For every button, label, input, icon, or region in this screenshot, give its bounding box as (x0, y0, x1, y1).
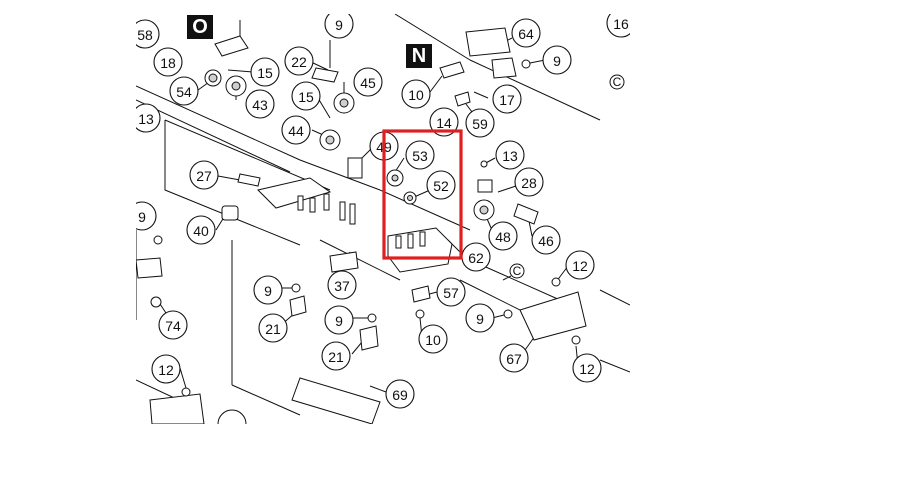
part-callout-13: 13 (136, 103, 161, 133)
part-callout-22: 22 (284, 46, 314, 76)
part-number: 9 (476, 311, 484, 327)
part-number: 22 (291, 54, 307, 70)
part-callout-21: 21 (321, 341, 351, 371)
part-number: 21 (265, 321, 281, 337)
reference-marker: C (509, 263, 525, 279)
part-number: 13 (138, 111, 154, 127)
part-number: 44 (288, 123, 304, 139)
part-number: 10 (425, 332, 441, 348)
part-callout-59: 59 (465, 108, 495, 138)
reference-marker: C (609, 74, 625, 90)
part-number: 9 (335, 17, 343, 33)
svg-text:C: C (513, 264, 522, 278)
svg-text:C: C (613, 75, 622, 89)
part-number: 58 (137, 27, 153, 43)
part-number: 52 (433, 178, 449, 194)
part-number: 21 (328, 349, 344, 365)
part-callout-9: 9 (324, 305, 354, 335)
part-callout-9: 9 (465, 303, 495, 333)
part-number: 69 (392, 387, 408, 403)
part-callout-44: 44 (281, 115, 311, 145)
section-n-label: N (412, 45, 426, 67)
part-number: 28 (521, 175, 537, 191)
part-callout-28: 28 (514, 167, 544, 197)
part-callout-64: 64 (511, 18, 541, 48)
part-callout-67: 67 (499, 343, 529, 373)
part-number: 54 (176, 84, 192, 100)
part-number: 9 (138, 209, 146, 225)
part-callout-12: 12 (565, 250, 595, 280)
part-callout-37: 37 (327, 270, 357, 300)
part-number: 67 (506, 351, 522, 367)
part-number: 15 (298, 89, 314, 105)
section-marker-o: O (187, 15, 213, 39)
part-number: 48 (495, 229, 511, 245)
section-o-label: O (192, 16, 208, 38)
part-callout-17: 17 (492, 84, 522, 114)
part-number: 12 (579, 361, 595, 377)
part-callout-9: 9 (253, 275, 283, 305)
part-callout-40: 40 (186, 215, 216, 245)
highlight-box (382, 129, 463, 260)
part-callout-52: 52 (426, 170, 456, 200)
part-number: 43 (252, 97, 268, 113)
part-number: 57 (443, 285, 459, 301)
part-callout-53: 53 (405, 140, 435, 170)
part-number: 10 (408, 87, 424, 103)
part-number: 62 (468, 250, 484, 266)
part-callout-48: 48 (488, 221, 518, 251)
part-callout-62: 62 (461, 242, 491, 272)
part-callout-14: 14 (429, 107, 459, 137)
part-number: 16 (613, 16, 629, 32)
part-callout-9: 9 (542, 45, 572, 75)
part-number: 14 (436, 115, 452, 131)
part-number: 15 (257, 65, 273, 81)
part-number: 37 (334, 278, 350, 294)
part-callout-13: 13 (495, 140, 525, 170)
part-number: 9 (335, 313, 343, 329)
part-number: 13 (502, 148, 518, 164)
part-callout-15: 15 (250, 57, 280, 87)
part-number: 45 (360, 75, 376, 91)
part-number: 27 (196, 168, 212, 184)
part-callout-58: 58 (136, 19, 160, 49)
part-number: 59 (472, 116, 488, 132)
part-callout-10: 10 (418, 324, 448, 354)
part-number: 18 (160, 55, 176, 71)
part-callout-9: 9 (136, 201, 157, 231)
part-callout-12: 12 (572, 353, 602, 383)
part-callout-10: 10 (401, 79, 431, 109)
part-callout-57: 57 (436, 277, 466, 307)
part-number: 64 (518, 26, 534, 42)
part-callout-9: 9 (324, 14, 354, 39)
part-callout-74: 74 (158, 310, 188, 340)
part-callout-16: 16 (606, 14, 630, 38)
part-callout-18: 18 (153, 47, 183, 77)
part-number: 12 (572, 258, 588, 274)
part-callout-15: 15 (291, 81, 321, 111)
part-callout-54: 54 (169, 76, 199, 106)
part-callout-43: 43 (245, 89, 275, 119)
part-callout-21: 21 (258, 313, 288, 343)
part-number: 46 (538, 233, 554, 249)
part-number: 9 (553, 53, 561, 69)
section-marker-n: N (406, 44, 432, 68)
part-callout-46: 46 (531, 225, 561, 255)
part-number: 40 (193, 223, 209, 239)
part-callout-27: 27 (189, 160, 219, 190)
part-callout-12: 12 (151, 354, 181, 384)
part-number: 12 (158, 362, 174, 378)
part-number: 17 (499, 92, 515, 108)
part-callout-45: 45 (353, 67, 383, 97)
part-callout-69: 69 (385, 379, 415, 409)
part-number: 74 (165, 318, 181, 334)
line-art (136, 14, 630, 424)
part-number: 9 (264, 283, 272, 299)
part-number: 53 (412, 148, 428, 164)
